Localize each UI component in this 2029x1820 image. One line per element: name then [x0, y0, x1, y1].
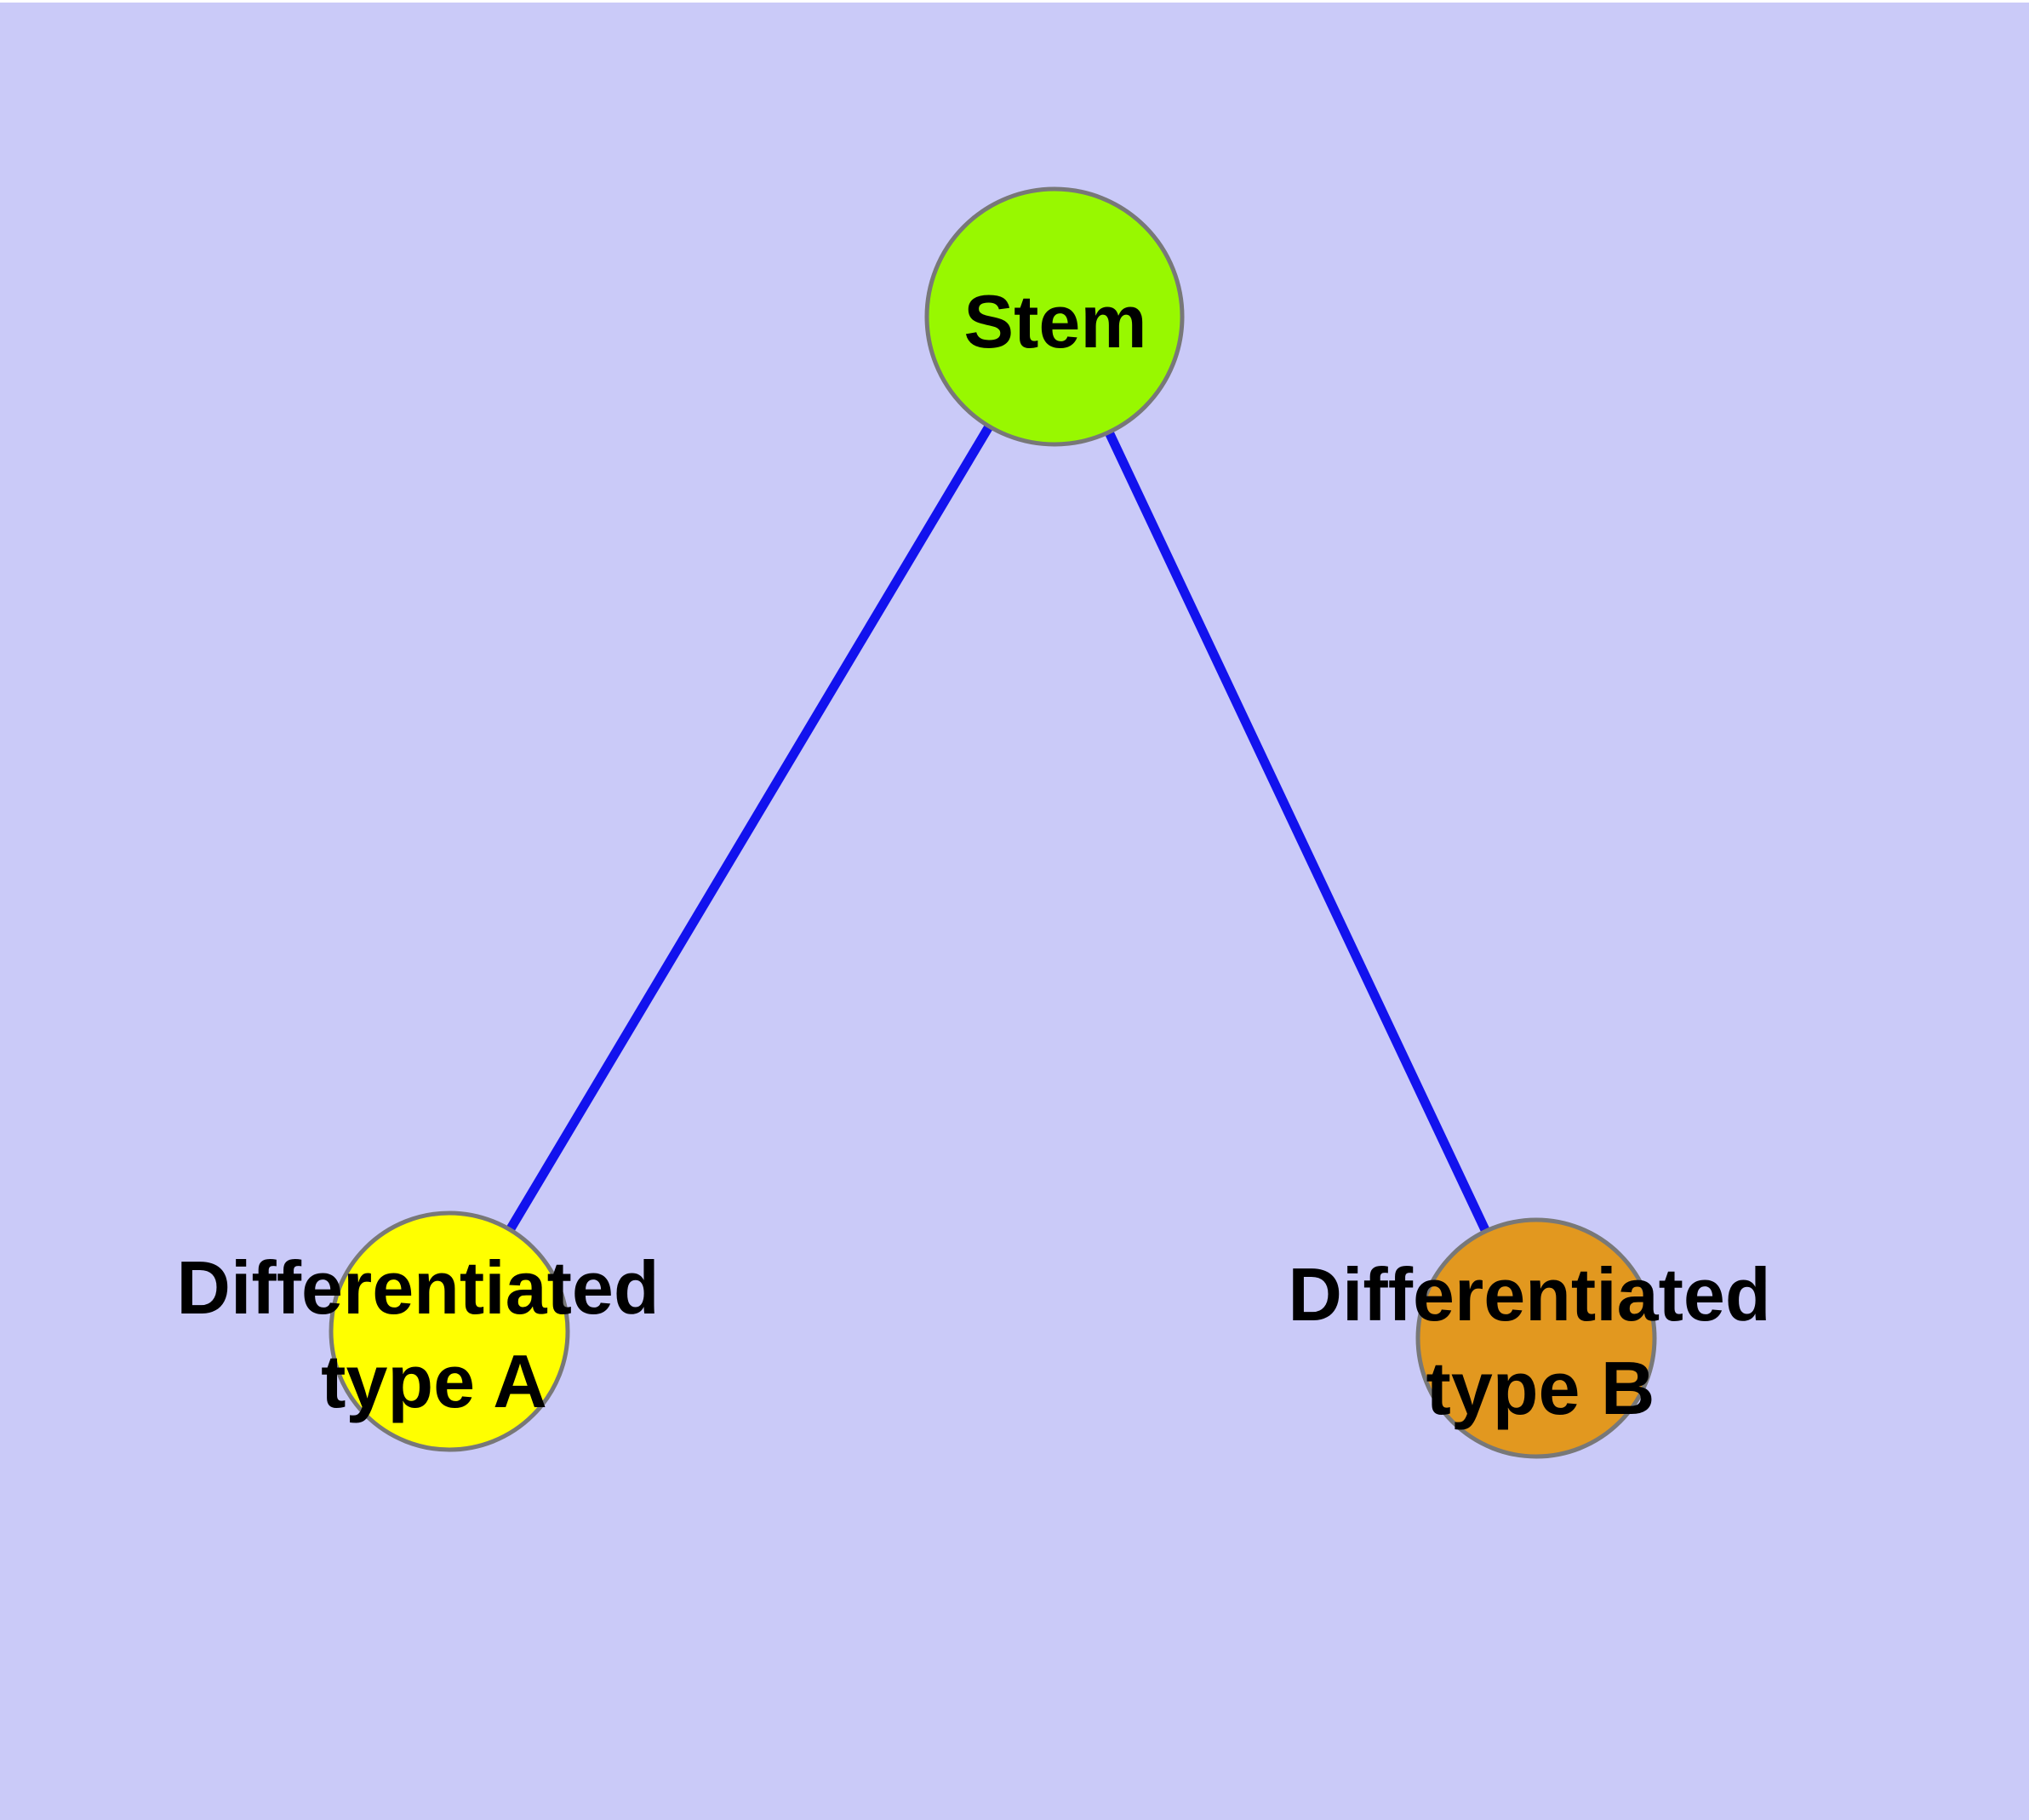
- node-differentiated-type-b: [1415, 1217, 1657, 1459]
- node-differentiated-type-a: [329, 1210, 570, 1452]
- top-edge-strip: [0, 0, 2029, 3]
- node-stem-label: Stem: [963, 279, 1146, 363]
- node-type-b-label-line2: type B: [1426, 1346, 1655, 1430]
- node-labels: Stem Differentiated type A Differentiate…: [176, 279, 1770, 1430]
- node-type-b-label-line1: Differentiated: [1288, 1252, 1770, 1336]
- edges: [445, 314, 1540, 1341]
- node-stem: [924, 186, 1185, 447]
- edge-stem-to-type-b: [1050, 314, 1540, 1341]
- edge-stem-to-type-a: [445, 314, 1059, 1334]
- node-type-a-label-line2: type A: [321, 1339, 547, 1423]
- nodes: [329, 186, 1657, 1459]
- node-type-a-label-line1: Differentiated: [176, 1245, 659, 1330]
